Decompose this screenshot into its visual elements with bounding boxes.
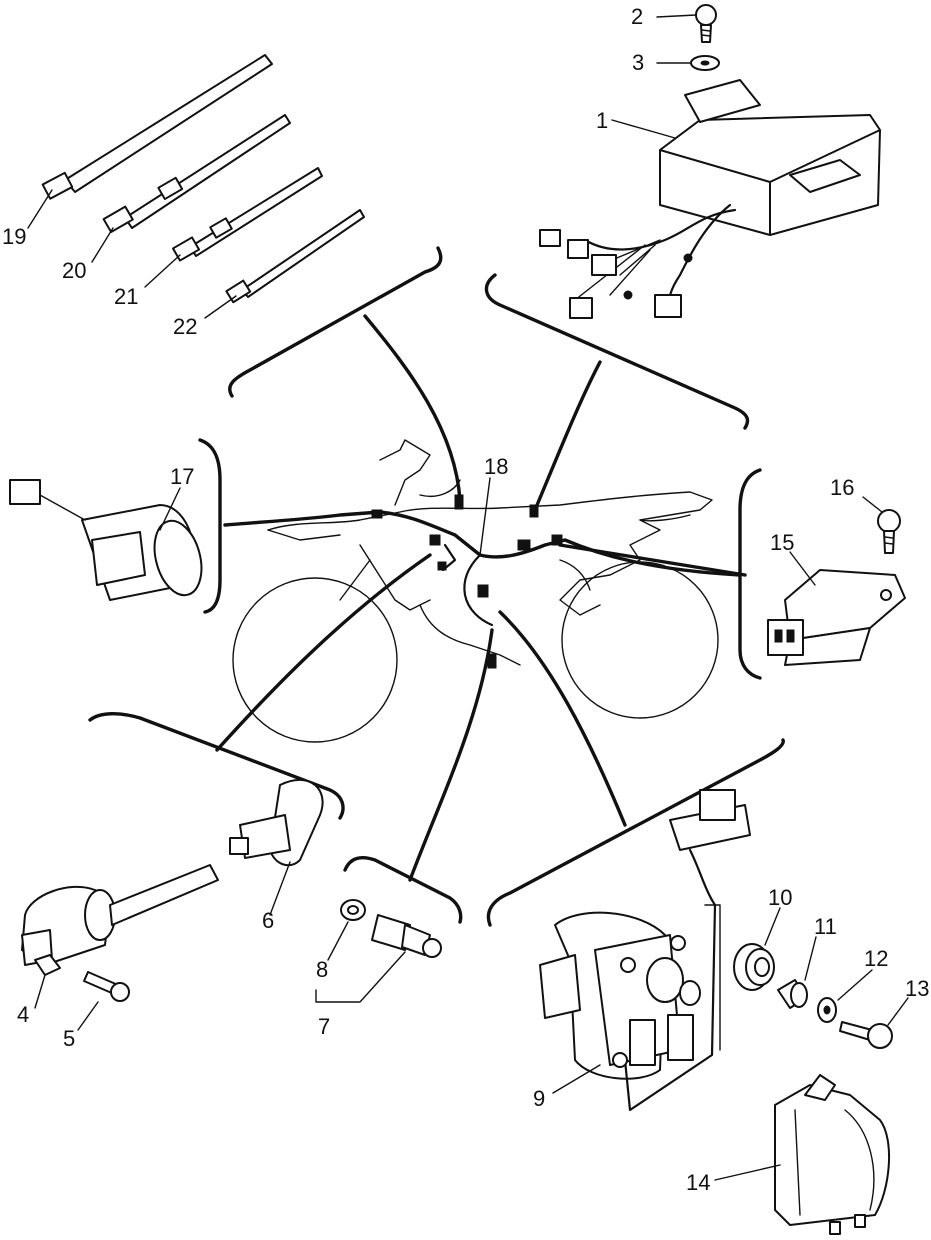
callout-labels: 1 2 3 4 5 6 7 8 9 10 11 12 13 14 15 16 1… <box>2 4 929 1195</box>
screw-5 <box>83 971 130 1002</box>
cable-tie-19 <box>41 54 273 200</box>
wire-harness <box>223 494 742 669</box>
callout-1: 1 <box>596 108 608 133</box>
washer-3 <box>690 55 720 71</box>
callout-16: 16 <box>830 475 854 500</box>
screw-16 <box>877 509 901 554</box>
part-15-module <box>767 569 906 666</box>
callout-6: 6 <box>262 908 274 933</box>
callout-11: 11 <box>814 914 837 939</box>
bolt-13 <box>839 1021 893 1049</box>
callout-17: 17 <box>170 464 194 489</box>
carburetor-assembly-9 <box>539 789 751 1112</box>
callout-8: 8 <box>316 957 328 982</box>
callout-20: 20 <box>62 258 86 283</box>
connection-lines <box>215 314 747 882</box>
part-17-component <box>9 479 203 601</box>
bolt-2 <box>695 4 717 43</box>
cable-tie-20 <box>102 114 291 234</box>
cover-14 <box>774 1074 890 1235</box>
callout-18: 18 <box>484 454 508 479</box>
cdi-unit <box>539 79 881 319</box>
cable-tie-22 <box>225 209 365 304</box>
callout-14: 14 <box>686 1170 710 1195</box>
ignition-coil-4 <box>21 864 219 976</box>
callout-5: 5 <box>63 1026 75 1051</box>
washer-12 <box>817 997 837 1023</box>
collar-11 <box>777 979 808 1009</box>
callout-7: 7 <box>318 1014 330 1039</box>
callout-21: 21 <box>114 284 138 309</box>
grommet-10 <box>733 943 775 991</box>
callout-3: 3 <box>632 50 644 75</box>
switch-7 <box>371 914 442 958</box>
motorcycle-outline <box>232 439 719 743</box>
washer-8 <box>340 899 366 921</box>
callout-22: 22 <box>173 314 197 339</box>
callout-9: 9 <box>533 1086 545 1111</box>
callout-2: 2 <box>631 4 643 29</box>
group-brackets <box>88 246 785 927</box>
callout-4: 4 <box>17 1002 29 1027</box>
callout-13: 13 <box>905 976 929 1001</box>
callout-15: 15 <box>770 530 794 555</box>
callout-leaders <box>27 14 909 1181</box>
spark-plug-cap-6 <box>229 778 324 867</box>
callout-19: 19 <box>2 224 26 249</box>
callout-12: 12 <box>864 946 888 971</box>
callout-10: 10 <box>768 885 792 910</box>
